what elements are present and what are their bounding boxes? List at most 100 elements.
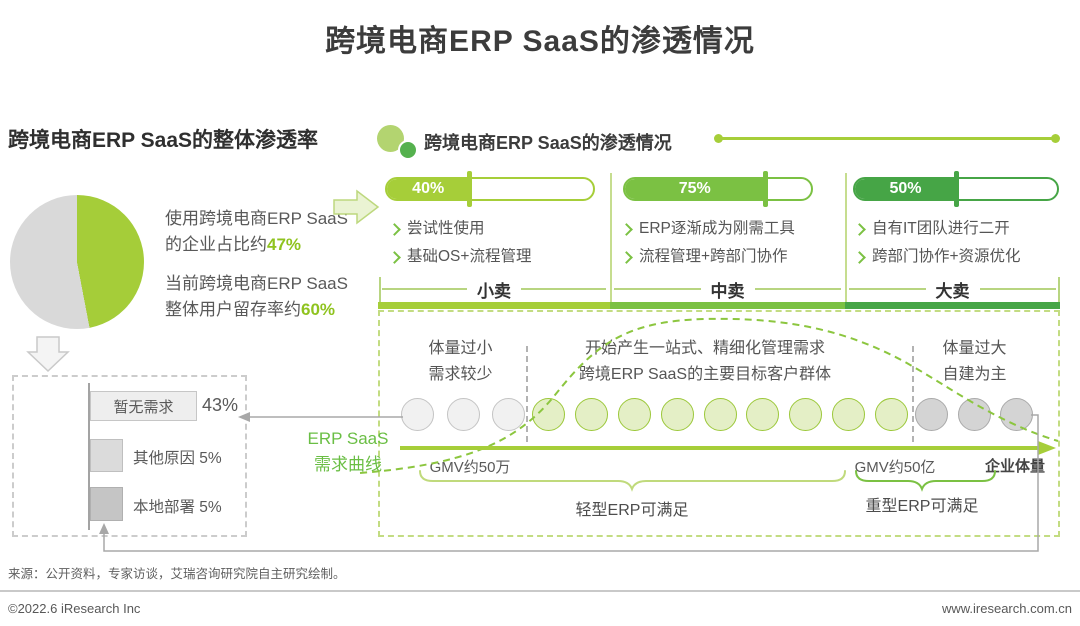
seller-circle: [703, 398, 737, 431]
right-section-heading: 跨境电商ERP SaaS的渗透情况: [424, 133, 672, 153]
bar-percent-label: 50%: [889, 180, 922, 197]
stat-usage-text: 的企业占比约: [165, 235, 267, 254]
stat-usage: 使用跨境电商ERP SaaS 的企业占比约47%: [165, 206, 355, 258]
bullets-mid-sellers: ERP逐渐成为刚需工具 流程管理+跨部门协作: [620, 215, 795, 271]
zone-target-customers: 开始产生一站式、精细化管理需求 跨境ERP SaaS的主要目标客户群体: [538, 336, 872, 388]
stat-usage-value: 47%: [267, 235, 302, 254]
bar-fill: 75%: [625, 179, 765, 199]
zone-separator: [526, 346, 528, 442]
seller-circle: [617, 398, 651, 431]
barrier-chart-axis: [88, 383, 90, 530]
label-line: [614, 288, 701, 290]
bar-local-deploy: [90, 487, 123, 521]
bullet-row: 尝试性使用: [388, 215, 531, 243]
bar-other-reasons-label: 其他原因 5%: [133, 450, 222, 467]
seller-circle: [401, 398, 434, 431]
seller-label-small: 小卖: [382, 278, 606, 301]
zone-text: 开始产生一站式、精细化管理需求: [584, 340, 825, 357]
circle-group-target-sellers: [532, 398, 908, 431]
footer-divider: [0, 590, 1080, 592]
bar-tick-marker: [467, 171, 473, 207]
bullet-row: 流程管理+跨部门协作: [620, 243, 795, 271]
website-text: www.iresearch.com.cn: [941, 601, 1072, 616]
penetration-bar-large-sellers: 50%: [853, 171, 1059, 207]
stat-retention-line2: 整体用户留存率约60%: [165, 297, 355, 323]
bullet-text: 尝试性使用: [407, 220, 485, 237]
gmv-right-label: GMV约50亿: [854, 459, 936, 476]
seller-circle: [875, 398, 908, 431]
seller-label-large: 大卖: [849, 278, 1056, 301]
chevron-bullet-icon: [853, 251, 866, 264]
stat-retention-line1: 当前跨境电商ERP SaaS: [165, 274, 348, 293]
scale-segment-large: [845, 302, 1060, 309]
penetration-pie-chart: [10, 195, 144, 329]
zone-text: 跨境ERP SaaS的主要目标客户群体: [578, 366, 832, 383]
column-divider: [845, 173, 847, 302]
bar-fill: 50%: [855, 179, 956, 199]
bar-tick-marker: [762, 171, 768, 207]
zone-too-large: 体量过大 自建为主: [912, 336, 1037, 388]
seller-circle: [446, 398, 480, 431]
chevron-bullet-icon: [620, 251, 633, 264]
light-erp-label: 轻型ERP可满足: [575, 502, 689, 519]
bullet-row: ERP逐渐成为刚需工具: [620, 215, 795, 243]
bar-percent-label: 40%: [412, 180, 445, 197]
zone-text: 体量过小: [428, 340, 493, 357]
seller-circle: [574, 398, 608, 431]
label-line: [979, 288, 1056, 290]
chevron-bullet-icon: [388, 251, 401, 264]
seller-circle: [660, 398, 694, 431]
zone-text: 自建为主: [942, 366, 1007, 383]
heading-rule-line: [714, 134, 1060, 143]
curve-label-line: 需求曲线: [314, 455, 382, 474]
source-note: 来源：公开资料，专家访谈，艾瑞咨询研究院自主研究绘制。: [8, 567, 346, 581]
bar-local-deploy-label: 本地部署 5%: [133, 499, 222, 516]
seller-circle: [915, 398, 948, 431]
pie-annotations: 使用跨境电商ERP SaaS 的企业占比约47% 当前跨境电商ERP SaaS …: [165, 206, 355, 323]
chevron-bullet-icon: [620, 223, 633, 236]
seller-circle: [789, 398, 823, 431]
section-bullet-icon-small: [398, 140, 418, 160]
zone-separator: [912, 346, 914, 442]
zone-text: 需求较少: [428, 366, 493, 383]
label-line: [849, 288, 926, 290]
bar-no-demand: 暂无需求: [90, 391, 197, 421]
label-line: [382, 288, 467, 290]
bullet-row: 跨部门协作+资源优化: [853, 243, 1021, 271]
bullets-small-sellers: 尝试性使用 基础OS+流程管理: [388, 215, 532, 271]
zone-text: 体量过大: [942, 340, 1007, 357]
seller-label-text: 大卖: [935, 281, 970, 301]
seller-circle: [957, 398, 991, 431]
seller-circle: [1000, 398, 1033, 431]
penetration-bar-mid-sellers: 75%: [623, 171, 813, 207]
label-line: [754, 288, 841, 290]
bullet-text: 跨部门协作+资源优化: [872, 248, 1021, 265]
seller-circle: [492, 398, 525, 431]
heavy-erp-label: 重型ERP可满足: [865, 498, 979, 515]
seller-label-mid: 中卖: [614, 278, 841, 301]
seller-scale-bar: [378, 302, 1060, 309]
circle-group-small-sellers: [401, 398, 525, 431]
penetration-bar-small-sellers: 40%: [385, 171, 595, 207]
bullet-text: ERP逐渐成为刚需工具: [639, 220, 795, 237]
label-line: [521, 288, 606, 290]
chevron-bullet-icon: [853, 223, 866, 236]
bullet-text: 流程管理+跨部门协作: [639, 248, 788, 265]
bullets-large-sellers: 自有IT团队进行二开 跨部门协作+资源优化: [853, 215, 1021, 271]
bullet-text: 自有IT团队进行二开: [872, 220, 1010, 237]
bracket-tick: [1058, 277, 1060, 303]
seller-label-text: 中卖: [710, 281, 745, 301]
curve-label-line: ERP SaaS: [307, 429, 389, 448]
stat-usage-line1: 使用跨境电商ERP SaaS: [165, 209, 348, 228]
bar-no-demand-value: 43%: [202, 395, 239, 415]
bar-tick-marker: [954, 171, 959, 207]
bar-fill: 40%: [387, 179, 470, 199]
stat-usage-line2: 的企业占比约47%: [165, 232, 355, 258]
scale-segment-mid: [610, 302, 845, 309]
stat-retention-value: 60%: [301, 300, 336, 319]
left-section-heading: 跨境电商ERP SaaS的整体渗透率: [8, 129, 319, 152]
copyright-text: ©2022.6 iResearch Inc: [8, 601, 141, 616]
demand-curve-label: ERP SaaS 需求曲线: [298, 426, 398, 478]
chevron-bullet-icon: [388, 223, 401, 236]
bullet-text: 基础OS+流程管理: [407, 248, 532, 265]
